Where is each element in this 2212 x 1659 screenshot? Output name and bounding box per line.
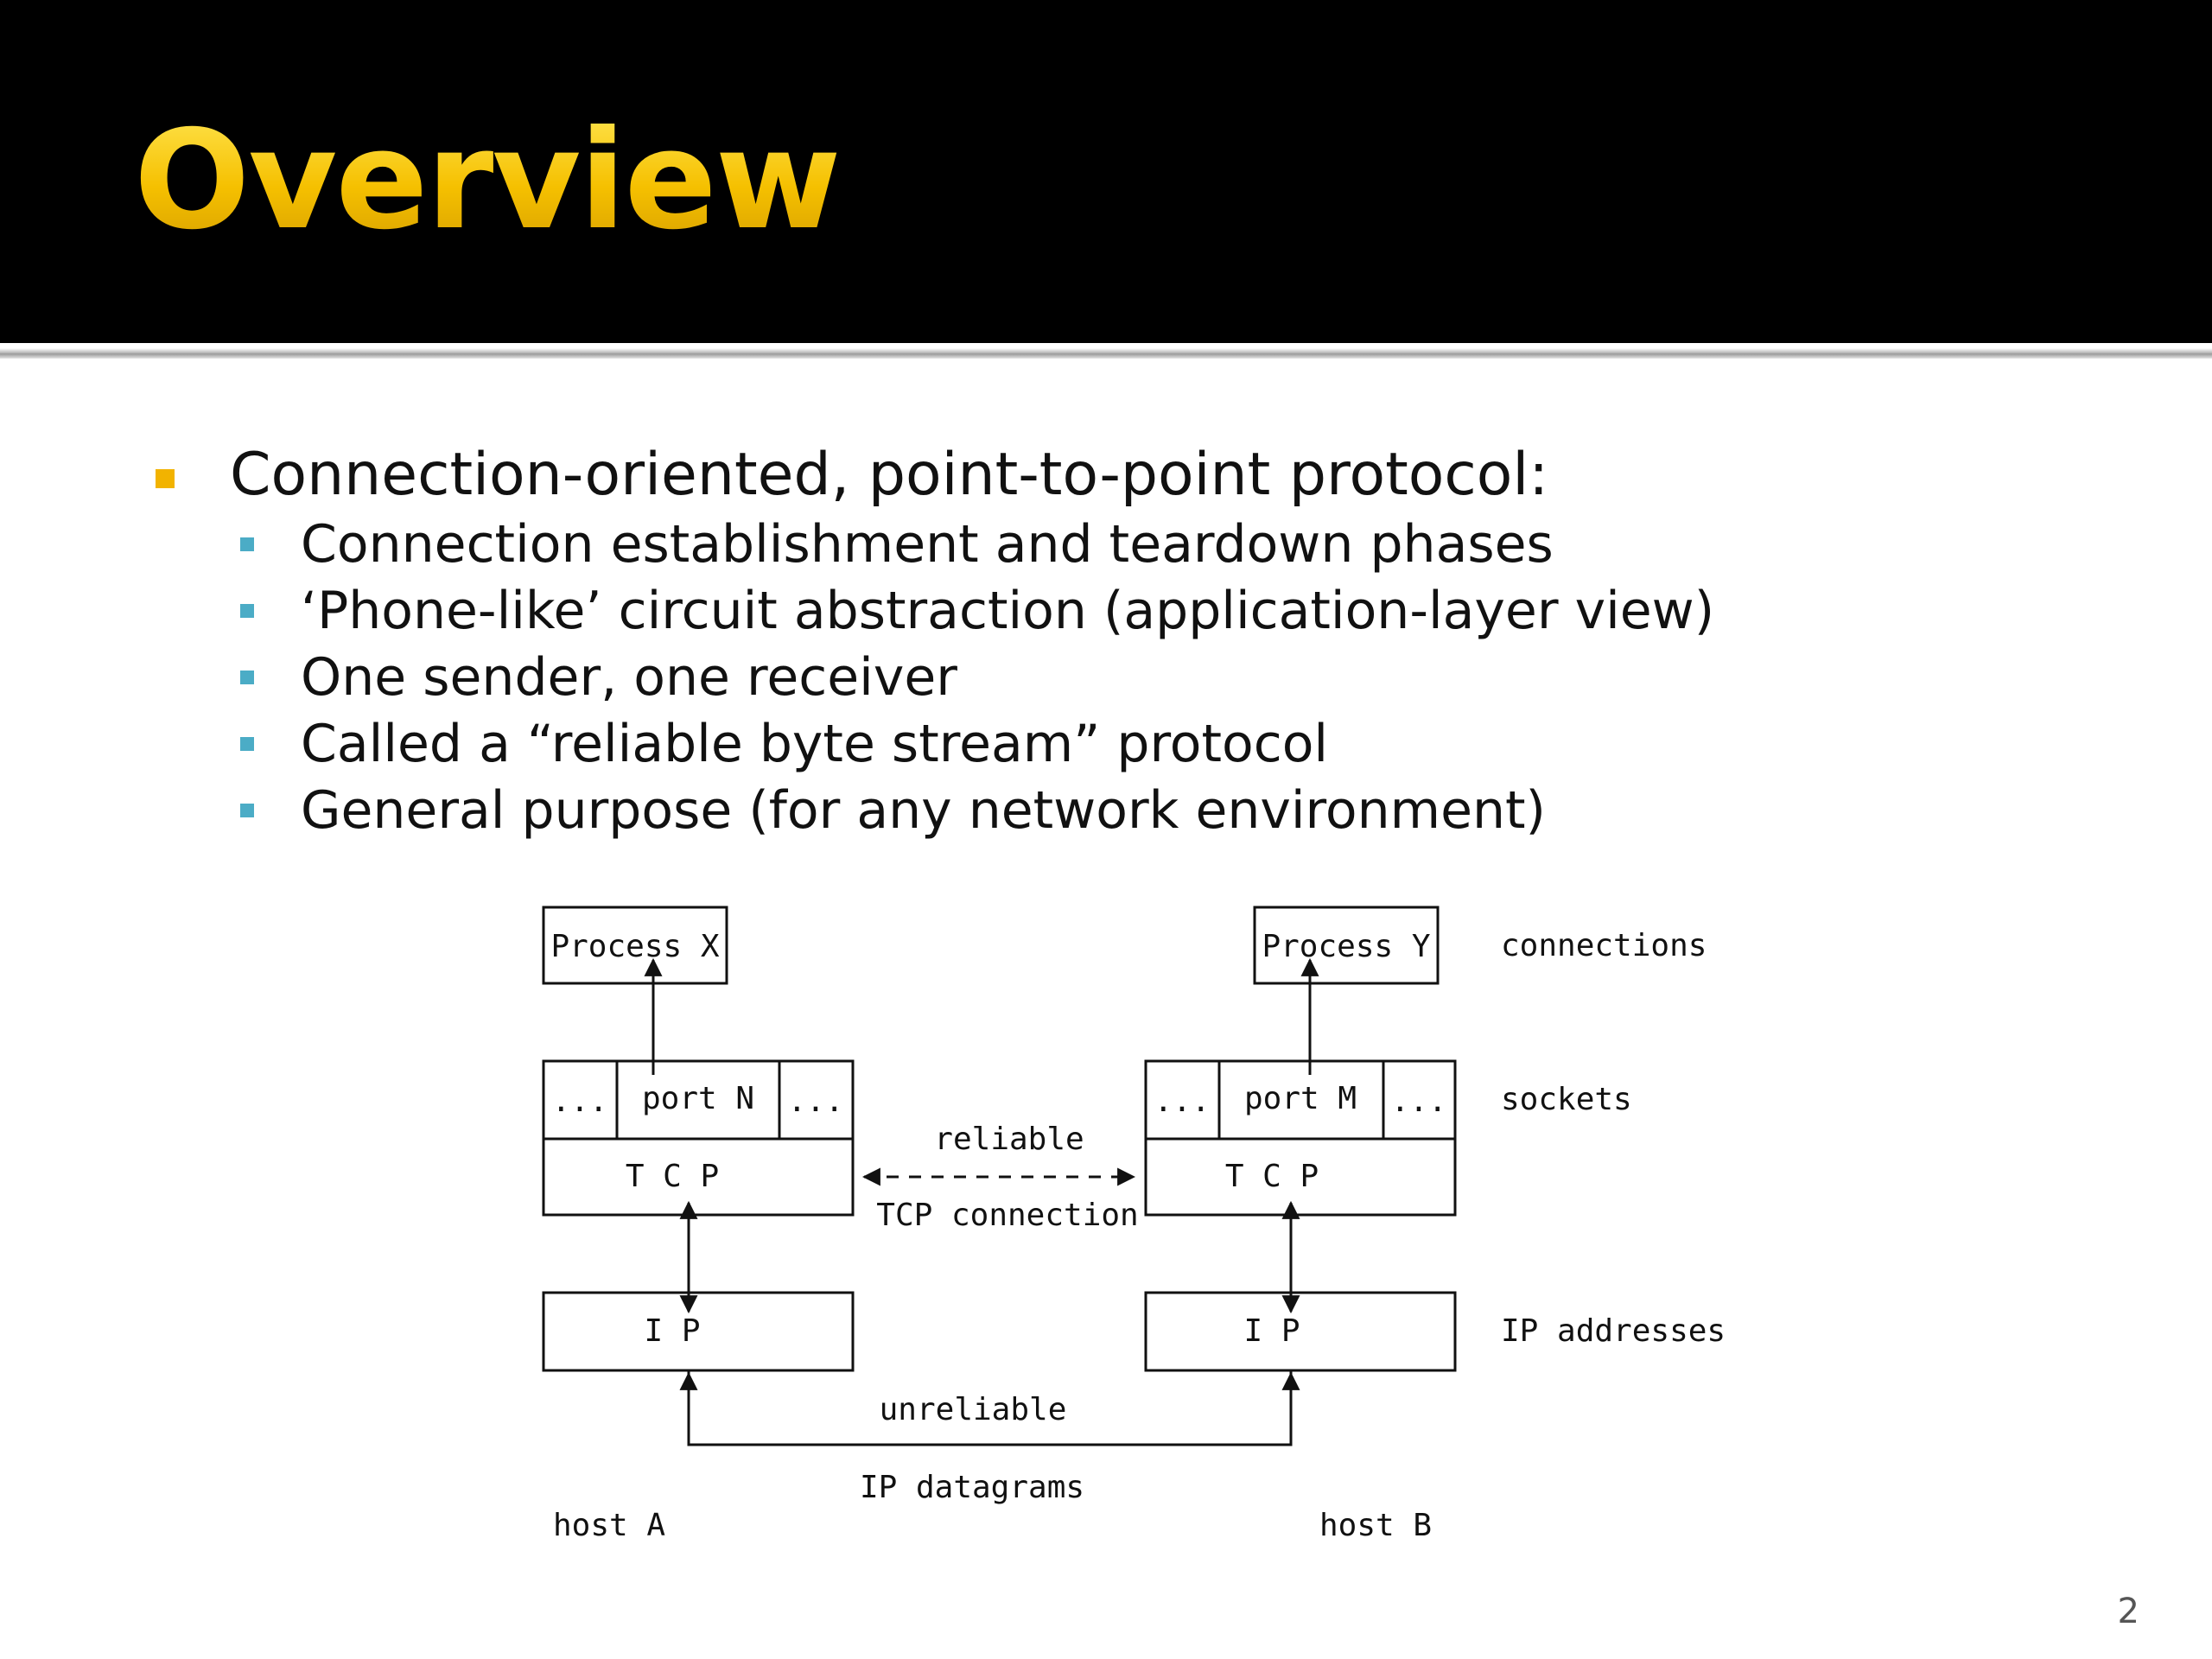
socket-ellipsis: ... <box>787 1084 843 1119</box>
sub-bullet-marker <box>240 737 254 751</box>
ip-datagram-link: unreliable IP datagrams <box>679 1370 1300 1505</box>
sub-bullet-marker <box>240 604 254 618</box>
sub-bullet-item: General purpose (for any network environ… <box>301 780 1546 841</box>
page-number: 2 <box>2117 1592 2139 1631</box>
sub-bullet-marker <box>240 671 254 684</box>
ip-addresses-label: IP addresses <box>1501 1313 1726 1349</box>
host-a-ip-box <box>542 1291 855 1372</box>
process-x-box <box>542 906 728 985</box>
socket-ellipsis: ... <box>551 1084 607 1119</box>
host-b-label: host B <box>1319 1508 1432 1543</box>
process-x-label: Process X <box>550 929 719 964</box>
port-m-label: port M <box>1244 1081 1357 1116</box>
port-n-label: port N <box>642 1081 754 1116</box>
title-bar <box>0 0 2212 343</box>
sub-bullet-item: Called a “reliable byte stream” protocol <box>301 714 1329 774</box>
process-y-label: Process Y <box>1262 929 1430 964</box>
socket-ellipsis: ... <box>1154 1084 1210 1119</box>
host-b-stack: Process Y ... port M ... T C P I P host … <box>1144 906 1457 1543</box>
bullet-item: Connection-oriented, point-to-point prot… <box>230 441 1549 509</box>
tcp-connection-link: reliable TCP connection <box>861 1122 1139 1233</box>
ip-datagrams-label: IP datagrams <box>860 1470 1084 1505</box>
unreliable-label: unreliable <box>880 1392 1067 1427</box>
host-a-stack: Process X ... port N ... T C P I P host … <box>542 906 855 1543</box>
ip-datagram-path <box>687 1370 1293 1446</box>
connections-label: connections <box>1501 928 1707 963</box>
sub-bullet-item: One sender, one receiver <box>301 647 957 708</box>
sockets-label: sockets <box>1501 1082 1632 1117</box>
sub-bullet-item: Connection establishment and teardown ph… <box>301 514 1554 575</box>
process-y-box <box>1253 906 1440 985</box>
reliable-label: reliable <box>934 1122 1084 1157</box>
sub-bullet-item: ‘Phone-like’ circuit abstraction (applic… <box>301 581 1715 641</box>
tcp-connection-label: TCP connection <box>876 1198 1138 1233</box>
host-a-tcp-label: T C P <box>626 1159 719 1194</box>
host-b-ip-label: I P <box>1243 1313 1300 1349</box>
host-a-ip-label: I P <box>644 1313 700 1349</box>
layer-labels: connections sockets IP addresses <box>1501 928 1726 1349</box>
host-b-ip-box <box>1144 1291 1457 1372</box>
host-a-label: host A <box>553 1508 665 1543</box>
socket-ellipsis: ... <box>1390 1084 1446 1119</box>
bullet-marker <box>156 469 175 488</box>
sub-bullet-marker <box>240 537 254 551</box>
slide-title: Overview <box>134 101 842 260</box>
sub-bullet-marker <box>240 804 254 817</box>
title-divider <box>0 348 2212 359</box>
host-b-tcp-label: T C P <box>1225 1159 1319 1194</box>
